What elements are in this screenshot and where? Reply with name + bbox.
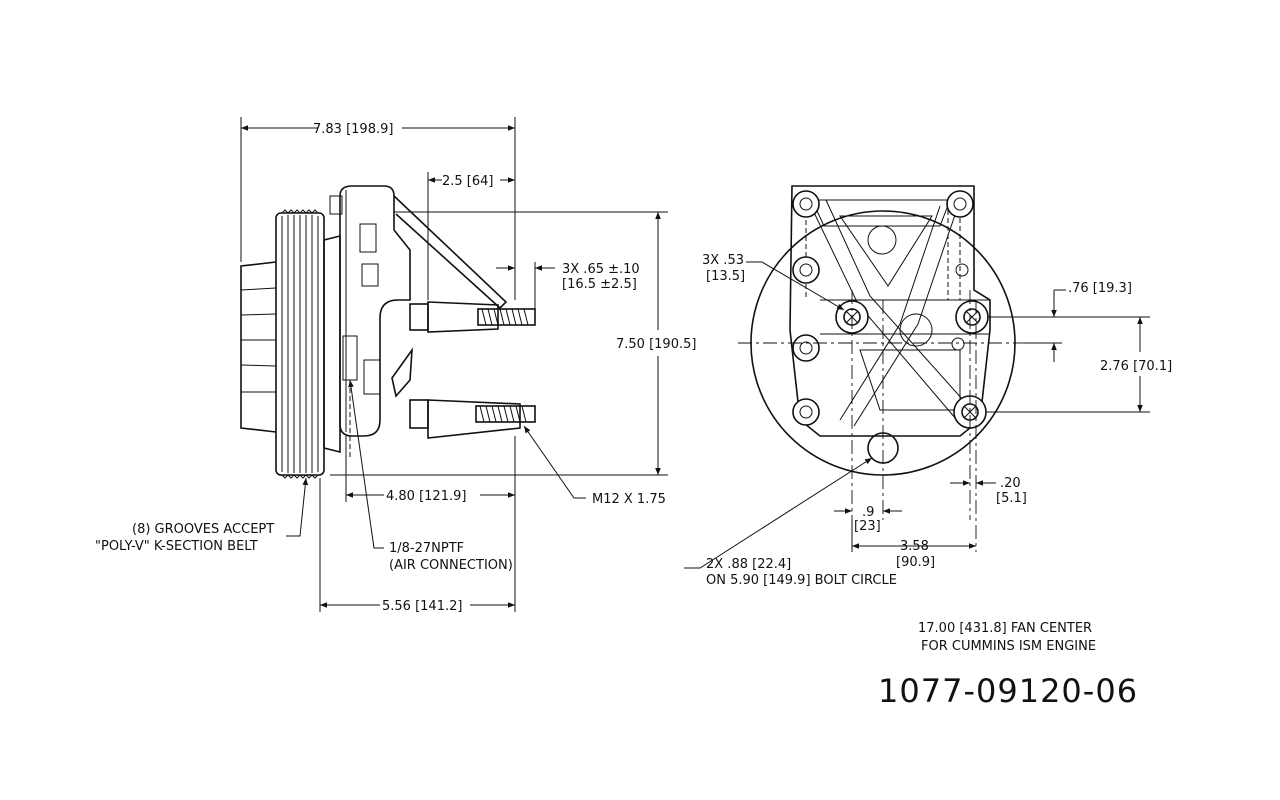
dim-pulley-to-face: 5.56 [141.2] <box>382 599 462 614</box>
side-view: 7.83 [198.9] 2.5 [64] 7.50 [190.5] 3X .6… <box>95 117 696 614</box>
bolt-circle-note: 2X .88 [22.4] <box>706 557 791 572</box>
grooves-note-belt: "POLY-V" K-SECTION BELT <box>95 539 258 554</box>
dim-center-offset: .9 <box>862 505 874 520</box>
dim-height: 7.50 [190.5] <box>616 337 696 352</box>
grooved-pulley <box>275 209 325 479</box>
dim-hole-size: 3X .53 <box>702 253 744 268</box>
upper-stud <box>409 301 536 333</box>
lower-stud <box>409 399 536 439</box>
dim-hole-size-metric: [13.5] <box>706 269 745 284</box>
grooves-note: (8) GROOVES ACCEPT <box>132 522 274 537</box>
dim-stud-tolerance-metric: [16.5 ±2.5] <box>562 277 637 292</box>
dim-offset-top: .76 [19.3] <box>1068 281 1132 296</box>
dim-center-offset-metric: [23] <box>854 519 881 534</box>
dim-hole-spacing: 3.58 <box>900 539 929 554</box>
engine-note: FOR CUMMINS ISM ENGINE <box>921 639 1096 654</box>
dim-overall-length: 7.83 [198.9] <box>313 122 393 137</box>
dim-vertical-spacing: 2.76 [70.1] <box>1100 359 1172 374</box>
dim-mount-to-face: 4.80 [121.9] <box>386 489 466 504</box>
clutch-body <box>323 185 508 460</box>
hub-stub <box>240 261 277 433</box>
front-view: 3X .53 [13.5] .76 [19.3] 2.76 [70.1] .20… <box>684 185 1172 588</box>
dim-stud-projection: 2.5 [64] <box>442 174 494 189</box>
mounting-hole <box>955 300 989 334</box>
title-block: 17.00 [431.8] FAN CENTER FOR CUMMINS ISM… <box>878 621 1138 710</box>
air-connection-thread: 1/8-27NPTF <box>389 541 464 556</box>
bolt-circle-note-diameter: ON 5.90 [149.9] BOLT CIRCLE <box>706 573 897 588</box>
fan-center-note: 17.00 [431.8] FAN CENTER <box>918 621 1092 636</box>
dim-small-offset-metric: [5.1] <box>996 491 1027 506</box>
dim-stud-tolerance: 3X .65 ±.10 <box>562 262 640 277</box>
thread-callout: M12 X 1.75 <box>592 492 666 507</box>
dim-small-offset: .20 <box>1000 476 1021 491</box>
part-number: 1077-09120-06 <box>878 672 1138 710</box>
dim-hole-spacing-metric: [90.9] <box>896 555 935 570</box>
air-connection-label: (AIR CONNECTION) <box>389 558 513 573</box>
